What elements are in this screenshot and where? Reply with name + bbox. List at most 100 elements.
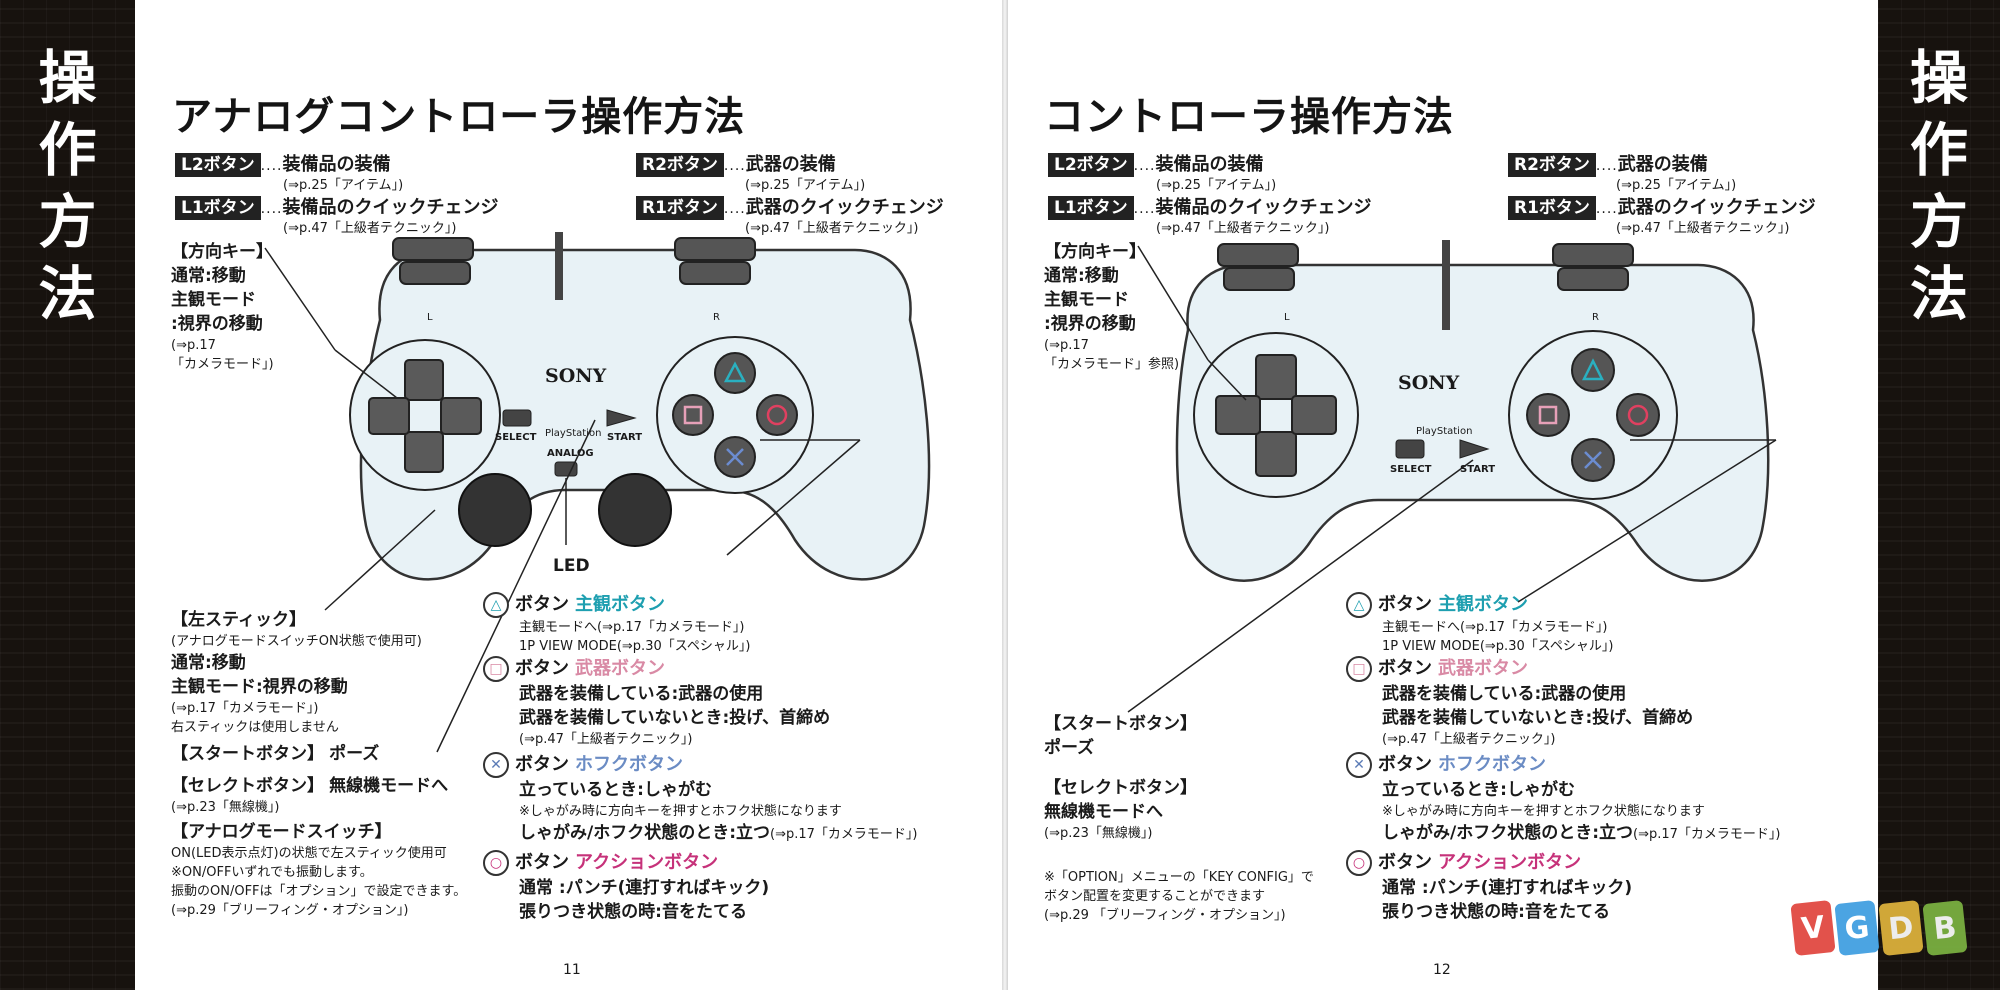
start-label: START: [1460, 464, 1496, 475]
left-stick-shape: [458, 473, 532, 547]
vgdb-watermark: V G D B: [1790, 900, 1968, 956]
start-button-shape: [1459, 439, 1490, 459]
triangle-desc: △ボタン主観ボタン 主観モードへ(⇒p.17「カメラモード」) 1P VIEW …: [1346, 592, 1613, 656]
select-button-shape: [502, 409, 532, 427]
right-decor-strip: 操 作 方 法: [1878, 0, 2000, 990]
shoulder-buttons: [1217, 243, 1634, 291]
side-title-left: 操 作 方 法: [38, 44, 97, 328]
book-gutter: [1002, 0, 1008, 990]
r1-button-shape: [679, 261, 751, 285]
page-number: 12: [1433, 962, 1451, 978]
page-11: アナログコントローラ操作方法 L2ボタン....装備品の装備 (⇒p.25「アイ…: [135, 0, 1002, 990]
left-decor-strip: 操 作 方 法: [0, 0, 135, 990]
square-icon: □: [1346, 656, 1372, 682]
l1-ref: (⇒p.47「上級者テクニック」): [1156, 221, 1330, 236]
dpad-shape: [349, 339, 501, 491]
keyconfig-note: ※「OPTION」メニューの「KEY CONFIG」で ボタン配置を変更すること…: [1044, 870, 1314, 923]
circle-desc: ○ボタンアクションボタン 通常 :パンチ(連打すればキック) 張りつき状態の時:…: [1346, 850, 1632, 924]
analog-controller-illustration: [264, 232, 931, 753]
l1-info: L1ボタン....装備品のクイックチェンジ: [175, 193, 498, 220]
circle-icon: ○: [483, 850, 509, 876]
r2-info: R2ボタン....武器の装備: [636, 150, 836, 177]
r1-ref: (⇒p.47「上級者テクニック」): [745, 221, 919, 236]
r2-ref: (⇒p.25「アイテム」): [745, 178, 866, 193]
r1-ref: (⇒p.47「上級者テクニック」): [1616, 221, 1790, 236]
l2-tag: L2ボタン: [175, 153, 261, 177]
l2-info: L2ボタン....装備品の装備: [1048, 150, 1263, 177]
square-button-shape: [672, 394, 714, 436]
ps-label: PlayStation: [545, 428, 602, 439]
square-desc: □ボタン武器ボタン 武器を装備している:武器の使用 武器を装備していないとき:投…: [1346, 656, 1693, 749]
l1-button-shape: [399, 261, 471, 285]
page-title: アナログコントローラ操作方法: [172, 94, 746, 140]
circle-icon: ○: [1346, 850, 1372, 876]
watermark-letter: B: [1922, 900, 1968, 956]
analog-switch-annotation: 【アナログモードスイッチ】 ON(LED表示点灯)の状態で左スティック使用可 ※…: [171, 822, 467, 918]
r2-info: R2ボタン....武器の装備: [1508, 150, 1708, 177]
r2-button-shape: [674, 237, 756, 261]
l1-label: 装備品のクイックチェンジ: [282, 197, 499, 218]
shoulder-buttons: [392, 237, 756, 285]
triangle-icon: △: [1346, 592, 1372, 618]
side-title-right: 操 作 方 法: [1909, 44, 1968, 328]
l1-ref: (⇒p.47「上級者テクニック」): [283, 221, 457, 236]
r1-info: R1ボタン....武器のクイックチェンジ: [636, 193, 944, 220]
cross-desc: ✕ボタンホフクボタン 立っているとき:しゃがむ ※しゃがみ時に方向キーを押すとホ…: [483, 752, 917, 845]
face-buttons: [1508, 330, 1678, 500]
digital-controller-illustration: [1127, 240, 1777, 713]
select-label: SELECT: [1390, 464, 1432, 475]
select-annotation: 【セレクトボタン】 無線機モードへ (⇒p.23「無線機」): [171, 776, 449, 815]
start-annotation: 【スタートボタン】 ポーズ: [1044, 714, 1197, 758]
right-stick-shape: [598, 473, 672, 547]
l2-info: L2ボタン....装備品の装備: [175, 150, 390, 177]
select-label: SELECT: [495, 432, 537, 443]
triangle-button-shape: [714, 352, 756, 394]
r-label: R: [1592, 312, 1599, 323]
cross-icon: ✕: [1346, 752, 1372, 778]
left-stick-annotation: 【左スティック】 (アナログモードスイッチON状態で使用可) 通常:移動 主観モ…: [171, 610, 422, 735]
leader-lines: [1127, 245, 1777, 713]
analog-sticks: [458, 473, 672, 547]
face-buttons: [656, 336, 814, 494]
page-12: コントローラ操作方法 L2ボタン....装備品の装備 (⇒p.25「アイテム」)…: [1008, 0, 1878, 990]
square-desc: □ボタン武器ボタン 武器を装備している:武器の使用 武器を装備していないとき:投…: [483, 656, 830, 749]
cross-icon: ✕: [483, 752, 509, 778]
triangle-icon: △: [483, 592, 509, 618]
dpad-shape: [1193, 332, 1359, 498]
watermark-letter: D: [1878, 900, 1924, 956]
r1-info: R1ボタン....武器のクイックチェンジ: [1508, 193, 1816, 220]
brand-label: SONY: [1398, 372, 1460, 394]
triangle-desc: △ボタン主観ボタン 主観モードへ(⇒p.17「カメラモード」) 1P VIEW …: [483, 592, 750, 656]
start-button-shape: [606, 409, 637, 427]
select-annotation: 【セレクトボタン】 無線機モードへ (⇒p.23「無線機」): [1044, 778, 1197, 841]
start-annotation: 【スタートボタン】 ポーズ: [171, 744, 380, 764]
watermark-letter: G: [1834, 900, 1880, 956]
l2-ref: (⇒p.25「アイテム」): [283, 178, 404, 193]
page-number: 11: [563, 962, 581, 978]
square-icon: □: [483, 656, 509, 682]
l2-ref: (⇒p.25「アイテム」): [1156, 178, 1277, 193]
circle-desc: ○ボタンアクションボタン 通常 :パンチ(連打すればキック) 張りつき状態の時:…: [483, 850, 769, 924]
ps-label: PlayStation: [1416, 426, 1473, 437]
circle-button-shape: [756, 394, 798, 436]
l-label: L: [1284, 312, 1290, 323]
analog-label: ANALOG: [547, 448, 594, 459]
l1-tag: L1ボタン: [175, 196, 261, 220]
r1-tag: R1ボタン: [636, 196, 724, 220]
l1-info: L1ボタン....装備品のクイックチェンジ: [1048, 193, 1371, 220]
analog-button-shape: [554, 461, 578, 477]
watermark-letter: V: [1790, 900, 1836, 956]
l2-label: 装備品の装備: [282, 154, 391, 175]
cross-desc: ✕ボタンホフクボタン 立っているとき:しゃがむ ※しゃがみ時に方向キーを押すとホ…: [1346, 752, 1780, 845]
r2-ref: (⇒p.25「アイテム」): [1616, 178, 1737, 193]
led-label: LED: [553, 556, 590, 576]
leader-lines: [264, 247, 861, 753]
l2-button-shape: [392, 237, 474, 261]
r2-tag: R2ボタン: [636, 153, 724, 177]
brand-label: SONY: [545, 365, 607, 387]
r-label: R: [713, 312, 720, 323]
select-button-shape: [1395, 439, 1425, 459]
start-label: START: [607, 432, 643, 443]
dpad-annotation: 【方向キー】 通常:移動 主観モード :視界の移動 (⇒p.17 「カメラモード…: [1044, 242, 1180, 372]
r2-label: 武器の装備: [745, 154, 836, 175]
